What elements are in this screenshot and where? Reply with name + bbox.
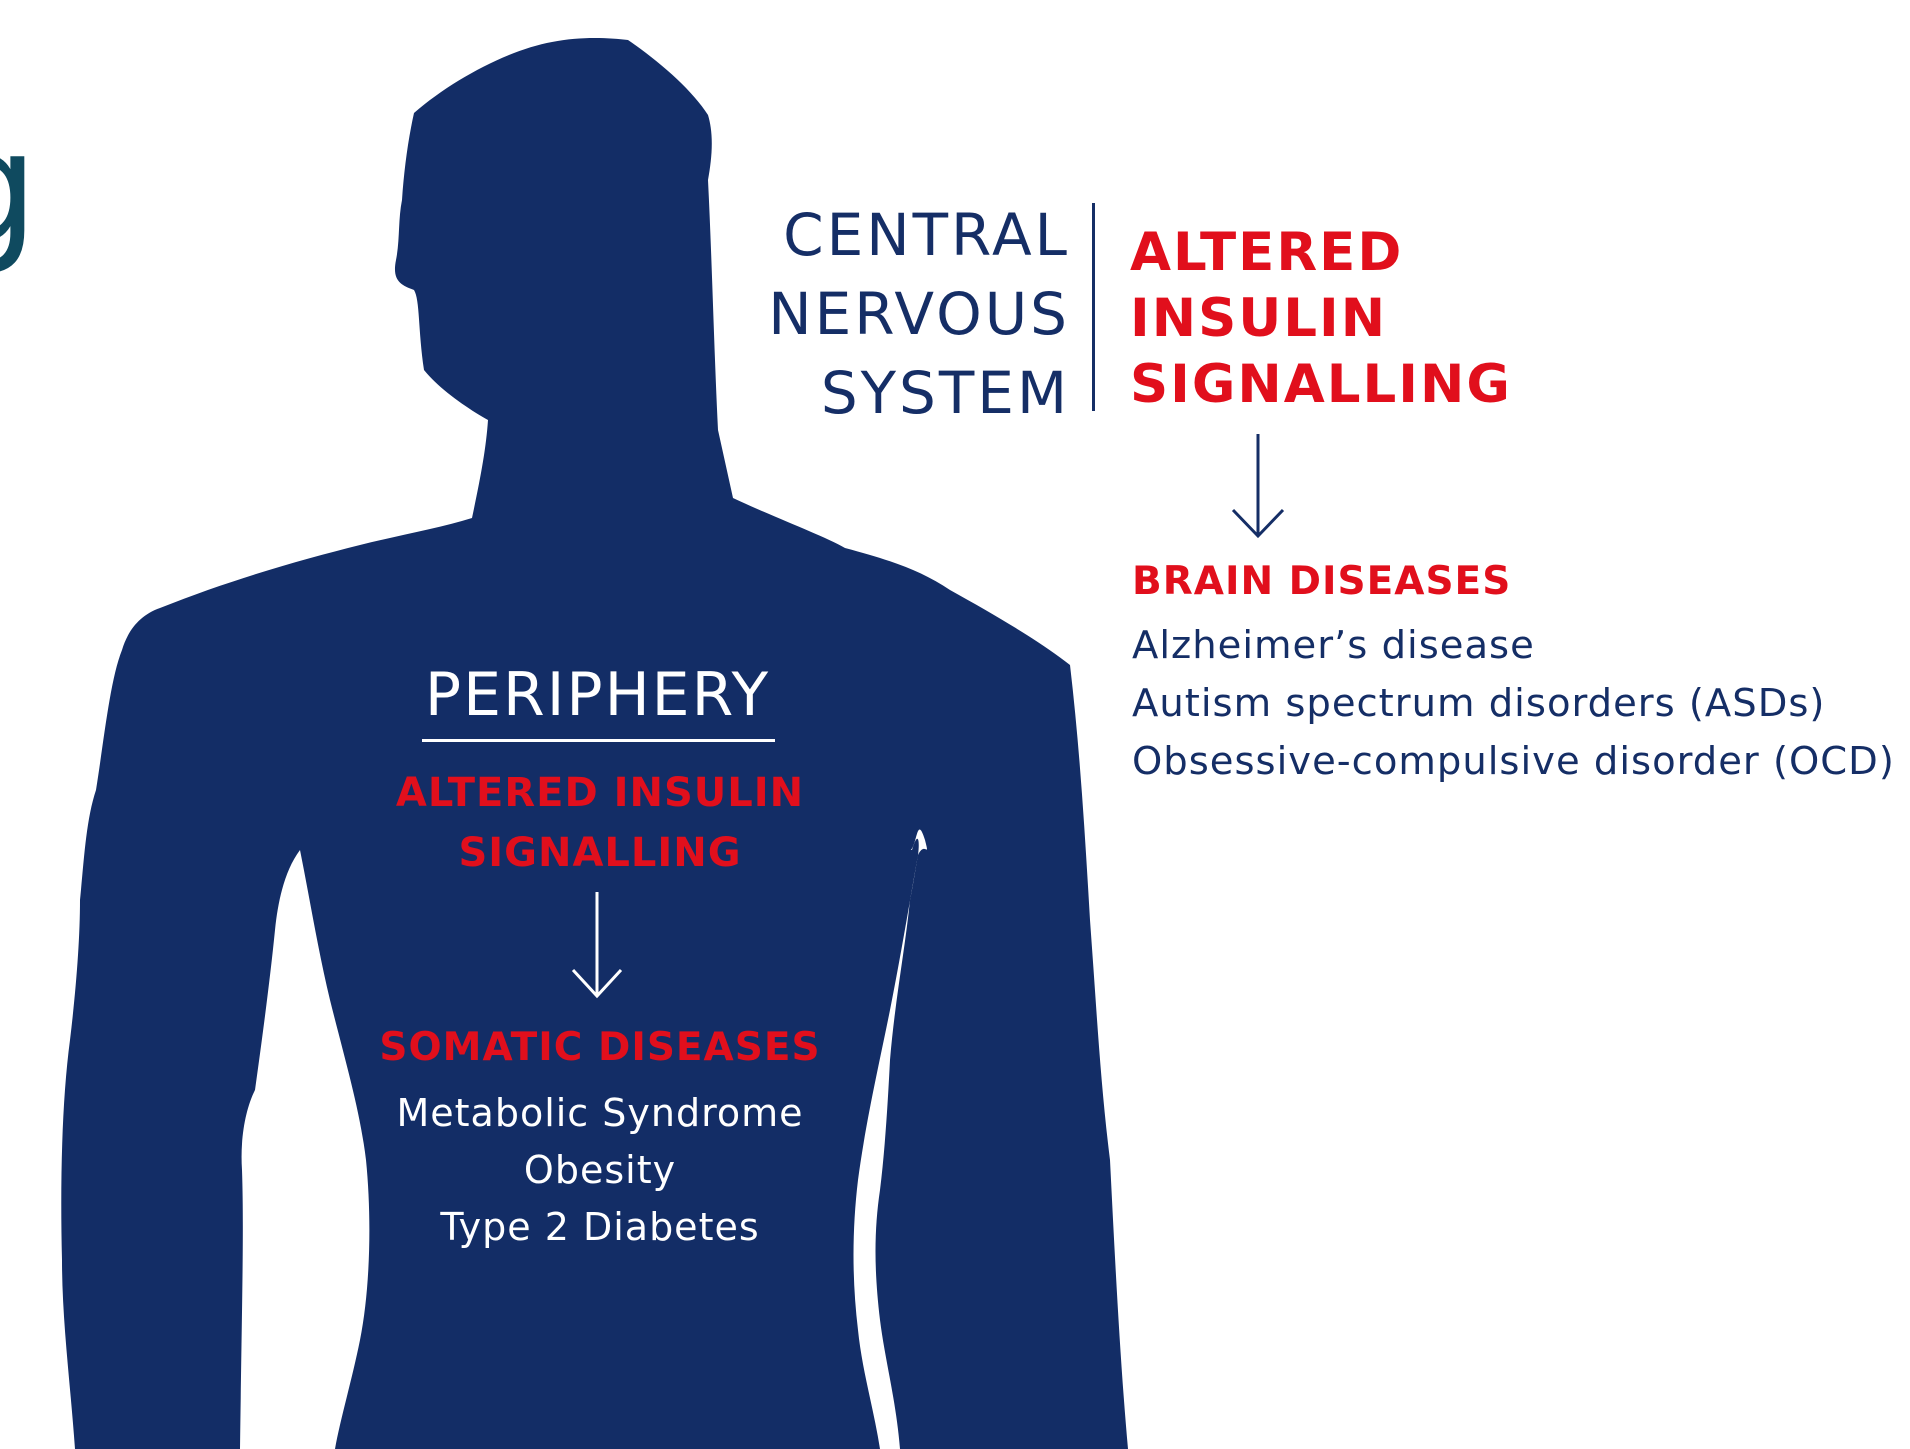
cns-label-line: CENTRAL <box>740 196 1070 275</box>
cns-signal-line: SIGNALLING <box>1130 352 1512 418</box>
cns-signal-line: INSULIN <box>1130 286 1512 352</box>
cns-label-line: NERVOUS <box>740 275 1070 354</box>
list-item: Metabolic Syndrome <box>370 1085 830 1142</box>
down-arrow-icon <box>567 890 627 1002</box>
list-item: Obesity <box>370 1142 830 1199</box>
cns-label: CENTRAL NERVOUS SYSTEM <box>740 196 1070 433</box>
somatic-diseases-list: Metabolic Syndrome Obesity Type 2 Diabet… <box>370 1085 830 1256</box>
brain-diseases-title: BRAIN DISEASES <box>1132 559 1511 604</box>
cns-altered-signalling: ALTERED INSULIN SIGNALLING <box>1130 220 1512 418</box>
periphery-signal-line: ALTERED INSULIN <box>380 763 820 823</box>
cns-signal-line: ALTERED <box>1130 220 1512 286</box>
list-item: Alzheimer’s disease <box>1132 617 1895 675</box>
brain-diseases-list: Alzheimer’s disease Autism spectrum diso… <box>1132 617 1895 791</box>
down-arrow-icon <box>1228 432 1288 542</box>
list-item: Obsessive-compulsive disorder (OCD) <box>1132 733 1895 791</box>
cns-label-line: SYSTEM <box>740 354 1070 433</box>
cropped-title-fragment: g <box>0 110 38 265</box>
periphery-signal-line: SIGNALLING <box>380 823 820 883</box>
periphery-underline <box>422 739 775 742</box>
periphery-title: PERIPHERY <box>420 660 775 730</box>
list-item: Type 2 Diabetes <box>370 1199 830 1256</box>
vertical-divider <box>1092 203 1095 411</box>
somatic-diseases-title: SOMATIC DISEASES <box>370 1025 830 1070</box>
list-item: Autism spectrum disorders (ASDs) <box>1132 675 1895 733</box>
periphery-altered-signalling: ALTERED INSULIN SIGNALLING <box>380 763 820 883</box>
